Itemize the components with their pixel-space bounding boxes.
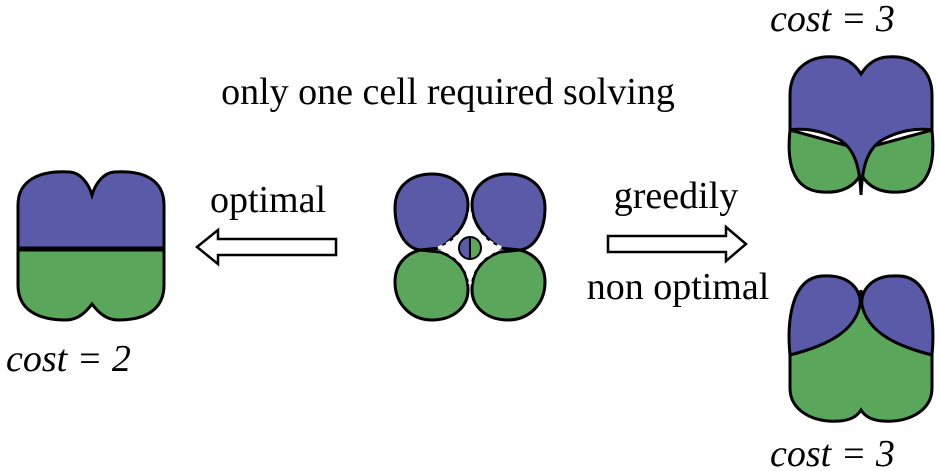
optimal-green-region (16, 248, 166, 322)
greedy-b-green (788, 289, 934, 423)
optimal-result (16, 170, 166, 322)
cost-bottom-right: cost = 3 (770, 433, 895, 471)
greedy-a-blue (788, 55, 934, 196)
split-circle-blue-half (459, 237, 470, 259)
center-cell-top-left (393, 172, 470, 252)
greedily-label: greedily (614, 175, 739, 217)
split-circle-green-half (470, 237, 481, 259)
greedy-result-green (787, 274, 935, 423)
cost-left: cost = 2 (6, 338, 131, 380)
optimal-label: optimal (210, 179, 326, 221)
optimal-arrow-icon (195, 227, 338, 267)
caption: only one cell required solving (221, 71, 675, 113)
cost-top-right: cost = 3 (770, 0, 895, 40)
greedy-result-blue (787, 55, 935, 196)
center-cell-bottom-right (470, 248, 547, 322)
non-optimal-label: non optimal (587, 266, 770, 308)
center-cell-top-right (470, 172, 547, 252)
center-cell-bottom-left (393, 248, 470, 322)
input-configuration (393, 172, 547, 322)
optimal-blue-region (16, 170, 166, 250)
greedy-arrow-icon (606, 224, 748, 264)
